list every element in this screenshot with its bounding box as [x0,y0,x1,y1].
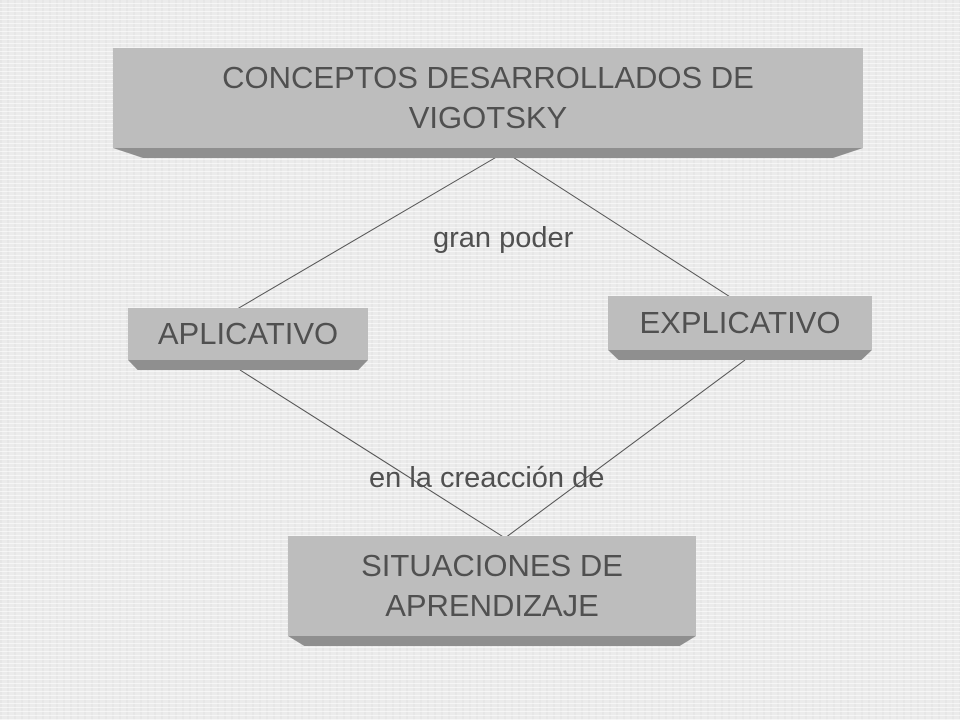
right-concept-box: EXPLICATIVO [608,296,872,350]
left-concept-text: APLICATIVO [157,316,339,351]
top-concept-text: CONCEPTOS DESARROLLADOS DE VIGOTSKY [222,60,754,135]
right-concept-text: EXPLICATIVO [639,305,841,340]
connector-right-to-bottom [504,359,746,539]
connector-left-to-bottom [239,369,506,539]
right-concept-box-bevel [608,350,872,360]
lower-connector-label: en la creacción de [369,462,605,494]
connector-top-to-right [504,151,739,303]
upper-connector-label: gran poder [433,222,574,254]
top-concept-box: CONCEPTOS DESARROLLADOS DE VIGOTSKY [113,48,863,148]
bottom-concept-text: SITUACIONES DE APRENDIZAJE [361,548,623,623]
connector-top-to-left [231,151,506,313]
left-concept-box-bevel [128,360,368,370]
left-concept-box: APLICATIVO [128,308,368,360]
bottom-concept-box-bevel [288,636,696,646]
bottom-concept-box: SITUACIONES DE APRENDIZAJE [288,536,696,636]
top-concept-box-bevel [113,148,863,158]
